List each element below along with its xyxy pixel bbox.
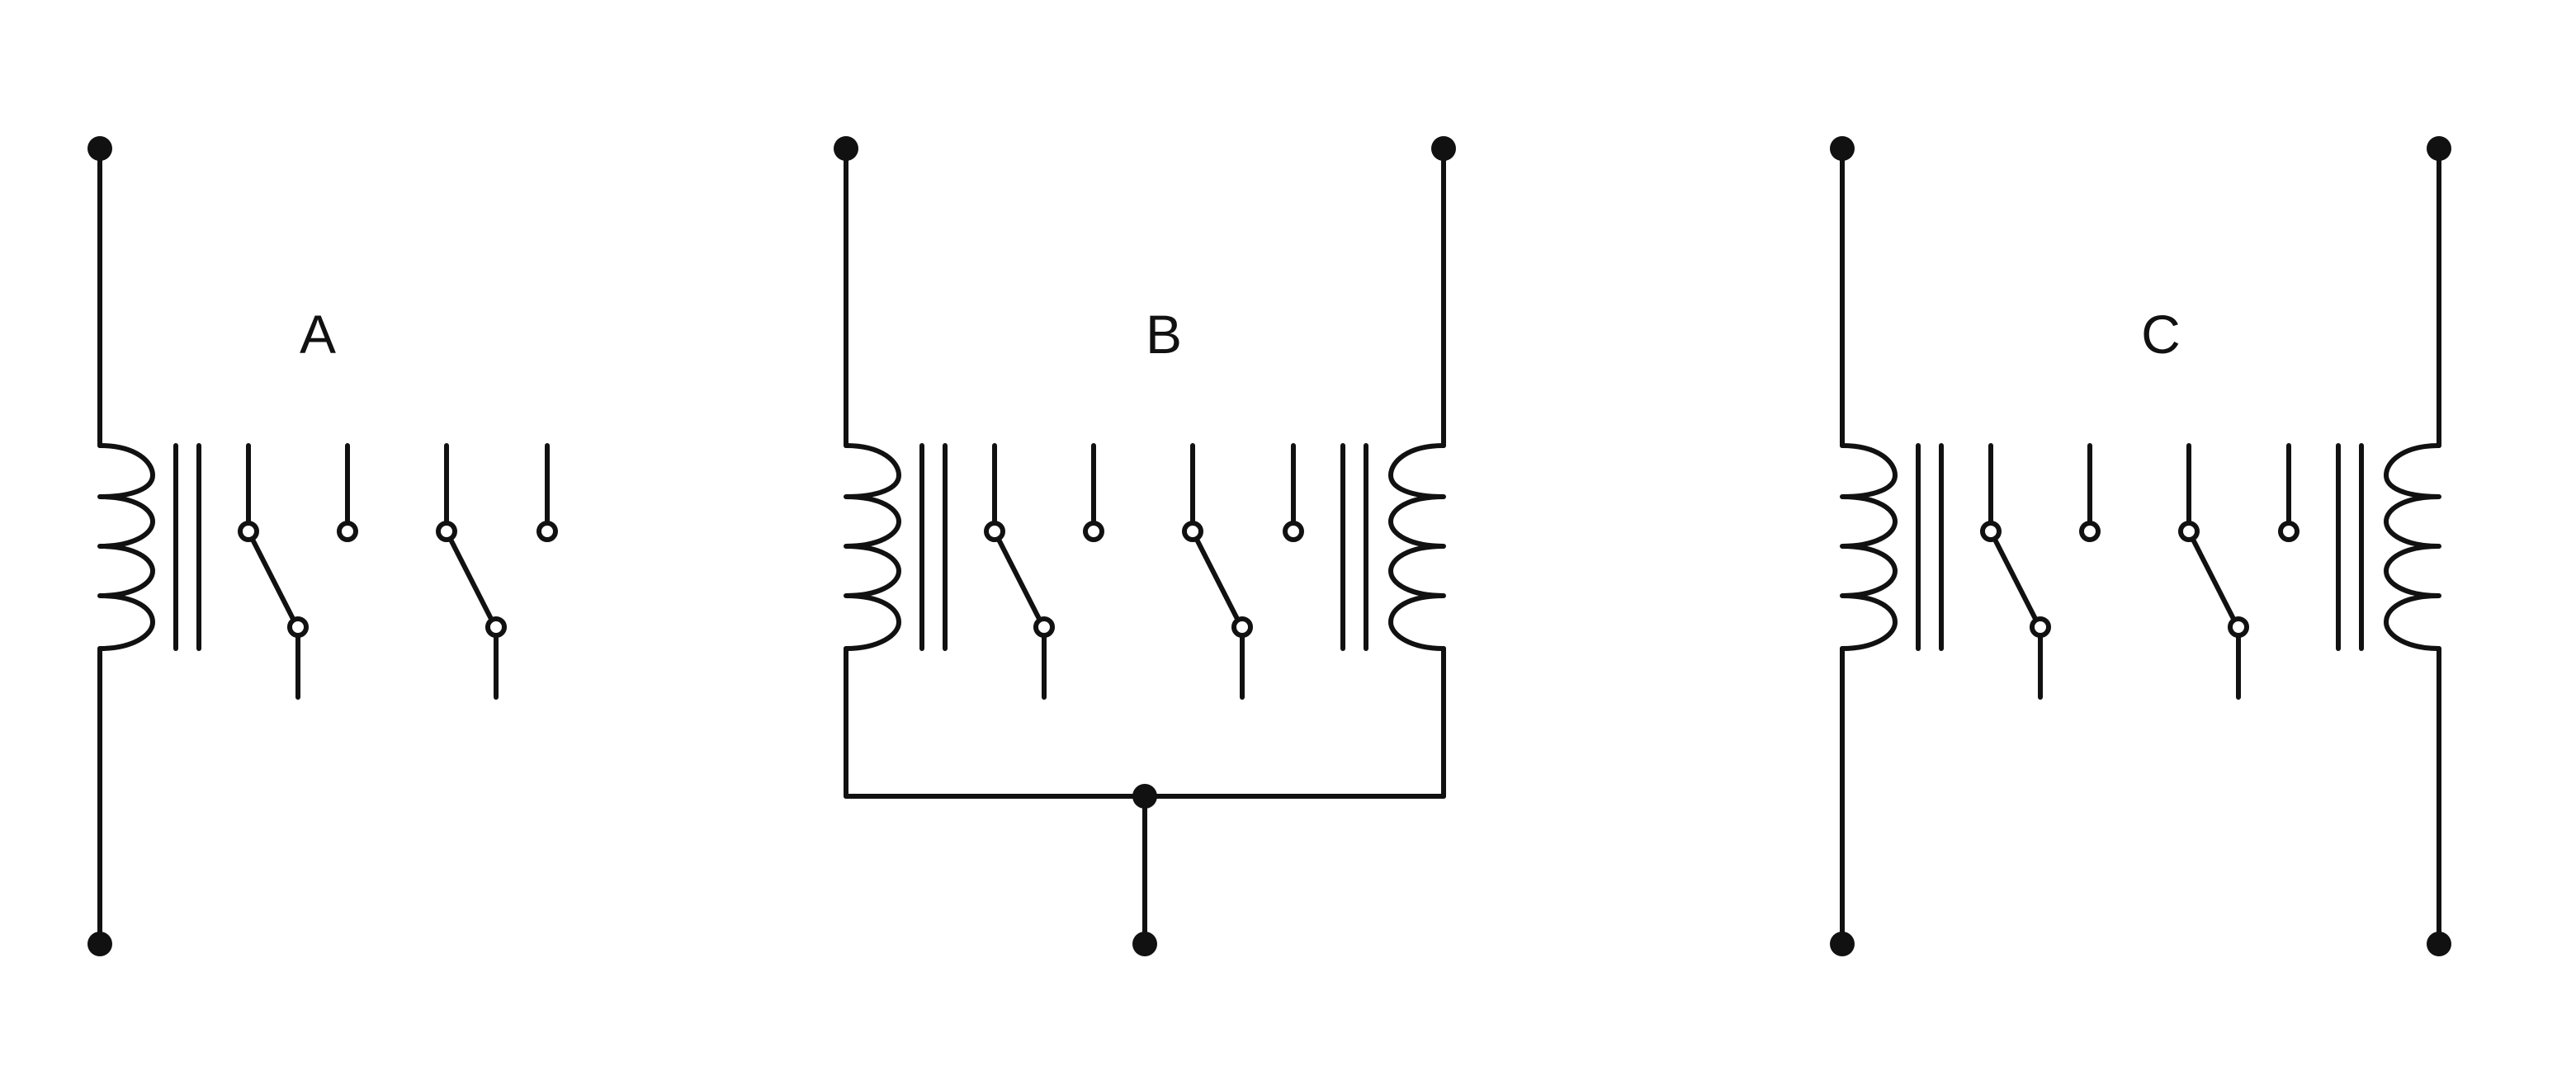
diagram-b-switch-1-common bbox=[984, 521, 1005, 542]
diagram-b-common-junction bbox=[1132, 784, 1157, 809]
diagram-b-terminal-top-right bbox=[1431, 136, 1456, 161]
diagram-a-switch-2-common bbox=[436, 521, 457, 542]
diagram-c-switch-2-pivot bbox=[2228, 616, 2249, 638]
diagram-c-switch-2 bbox=[2178, 443, 2299, 700]
diagram-a-relay-coil bbox=[97, 443, 155, 651]
diagram-c-left-relay-coil bbox=[1840, 443, 1898, 651]
diagram-b-switch-2-contact bbox=[1283, 521, 1304, 542]
diagram-b-switch-1-contact bbox=[1083, 521, 1104, 542]
diagram-c-terminal-top-left bbox=[1830, 136, 1855, 161]
diagram-a-switch-1 bbox=[238, 443, 358, 700]
diagram-c-switch-1 bbox=[1980, 443, 2101, 700]
diagram-b-switch-2-pivot bbox=[1231, 616, 1253, 638]
diagram-b-switch-2-common bbox=[1182, 521, 1203, 542]
diagram-b: B bbox=[834, 136, 1456, 956]
diagram-c-switch-1-contact bbox=[2079, 521, 2101, 542]
diagram-c-switch-1-pivot bbox=[2030, 616, 2051, 638]
diagram-b-right-relay-coil bbox=[1388, 443, 1446, 651]
diagram-a-terminal-bottom bbox=[87, 932, 112, 956]
diagram-c-terminal-top-right bbox=[2427, 136, 2451, 161]
diagram-a-terminal-top bbox=[87, 136, 112, 161]
diagram-a-switch-1-contact bbox=[337, 521, 358, 542]
diagram-b-label: B bbox=[1146, 304, 1182, 365]
diagram-b-terminal-bottom bbox=[1132, 932, 1157, 956]
diagram-a-switch-2-contact bbox=[536, 521, 558, 542]
diagram-c-terminal-bottom-right bbox=[2427, 932, 2451, 956]
diagram-b-terminal-top-left bbox=[834, 136, 858, 161]
diagram-a-switch-1-common bbox=[238, 521, 259, 542]
diagram-c-switch-1-common bbox=[1980, 521, 2002, 542]
diagram-c: C bbox=[1830, 136, 2451, 956]
diagram-a-switch-2-pivot bbox=[485, 616, 507, 638]
diagram-c-switch-2-contact bbox=[2278, 521, 2299, 542]
diagram-a: A bbox=[87, 136, 558, 956]
diagram-a-switch-2 bbox=[436, 443, 558, 700]
diagram-c-terminal-bottom-left bbox=[1830, 932, 1855, 956]
diagram-b-switch-2 bbox=[1182, 443, 1304, 700]
diagram-b-switch-1-pivot bbox=[1033, 616, 1055, 638]
diagram-b-left-relay-coil bbox=[844, 443, 901, 651]
diagram-a-label: A bbox=[300, 304, 336, 365]
diagram-a-switch-1-pivot bbox=[287, 616, 309, 638]
diagram-c-label: C bbox=[2141, 304, 2181, 365]
diagram-b-switch-1 bbox=[984, 443, 1104, 700]
diagram-c-switch-2-common bbox=[2178, 521, 2200, 542]
diagram-c-right-relay-coil bbox=[2384, 443, 2441, 651]
